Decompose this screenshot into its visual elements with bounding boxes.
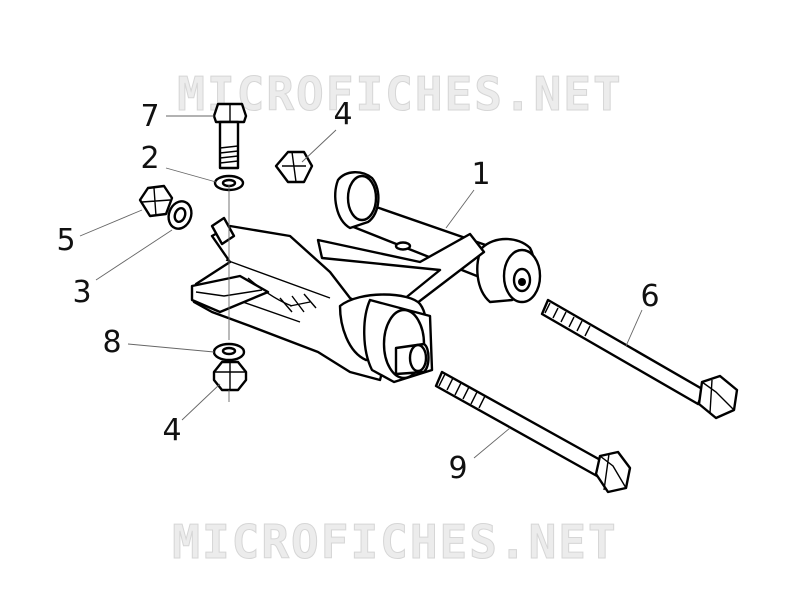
leader-8: [127, 343, 215, 353]
callout-6: 6: [640, 279, 659, 314]
part-4-nut-lower: [212, 360, 248, 392]
leader-9: [473, 427, 511, 459]
leader-1: [445, 189, 475, 229]
part-7-bolt: [212, 102, 248, 170]
part-3-washer: [167, 200, 193, 230]
leader-4-lower: [181, 383, 221, 421]
callout-4-upper: 4: [333, 97, 352, 132]
part-2-washer: [213, 174, 245, 192]
callout-9: 9: [448, 451, 467, 486]
leader-4-upper: [301, 129, 337, 163]
callout-2: 2: [140, 141, 159, 176]
watermark-bottom: MICROFICHES.NET: [172, 515, 617, 569]
callout-1: 1: [471, 157, 490, 192]
callout-8: 8: [102, 325, 121, 360]
watermark-top: MICROFICHES.NET: [177, 67, 622, 121]
part-5-nut: [138, 184, 174, 218]
callout-5: 5: [56, 223, 75, 258]
leader-2: [165, 167, 217, 183]
part-9-long-bolt: [434, 370, 632, 494]
part-1-swing-arm: [190, 171, 542, 384]
callout-7: 7: [140, 99, 159, 134]
part-6-long-bolt: [540, 298, 739, 420]
part-8-washer: [212, 342, 246, 362]
leader-3: [95, 229, 173, 281]
part-4-nut-upper: [274, 150, 314, 184]
callout-4-lower: 4: [162, 413, 181, 448]
leader-6: [625, 309, 643, 347]
leader-5: [79, 209, 143, 237]
callout-3: 3: [72, 275, 91, 310]
